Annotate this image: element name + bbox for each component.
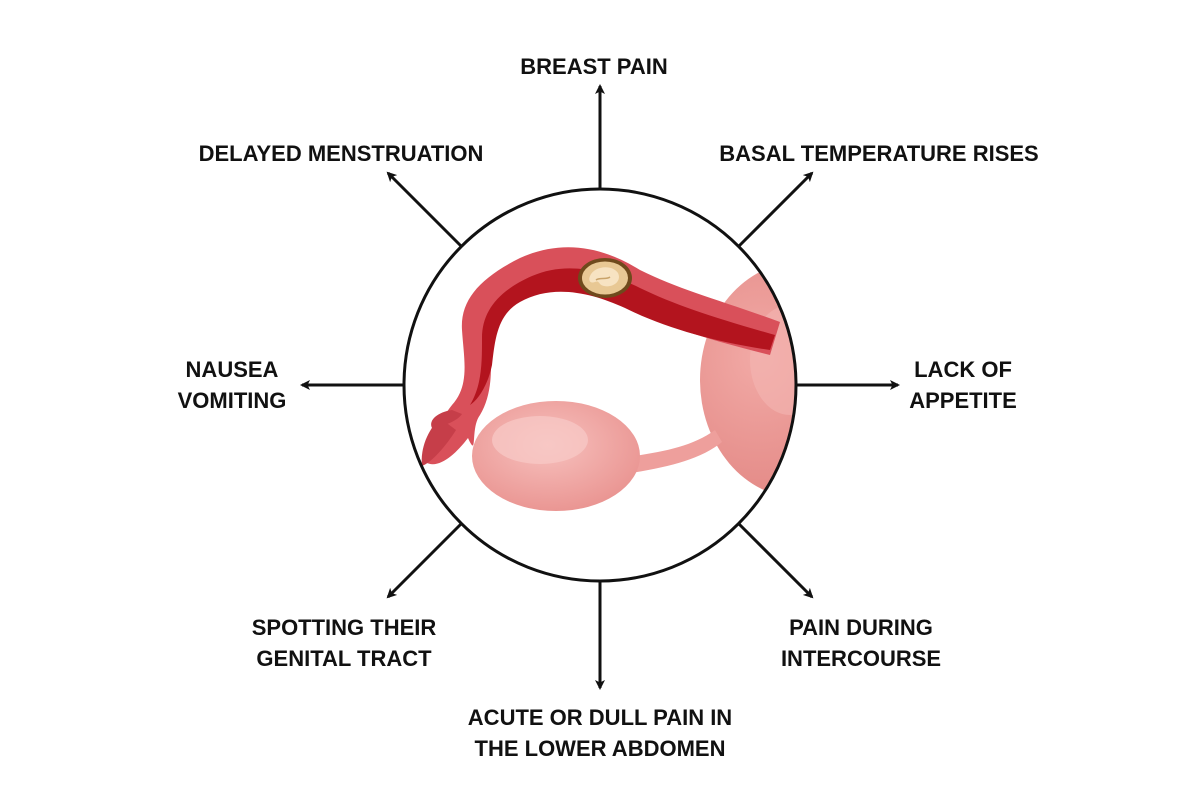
label-line: THE LOWER ABDOMEN	[474, 736, 726, 761]
label-line: SPOTTING THEIR	[251, 615, 437, 640]
uterus-icon	[700, 262, 796, 498]
label-line: LACK OF	[914, 357, 1012, 382]
label-line: INTERCOURSE	[780, 646, 942, 671]
label-nausea-vomiting: NAUSEA VOMITING	[178, 354, 287, 416]
label-line: NAUSEA	[185, 357, 279, 382]
label-line: BASAL TEMPERATURE RISES	[719, 141, 1039, 166]
label-line: GENITAL TRACT	[256, 646, 432, 671]
arrow-bottom-left	[386, 522, 463, 599]
label-lack-of-appetite: LACK OF APPETITE	[909, 354, 1017, 416]
label-spotting: SPOTTING THEIR GENITAL TRACT	[252, 612, 437, 674]
label-line: DELAYED MENSTRUATION	[198, 141, 484, 166]
fallopian-tube-icon	[421, 247, 780, 466]
label-line: VOMITING	[177, 388, 287, 413]
label-line: APPETITE	[909, 388, 1017, 413]
label-delayed-menstruation: DELAYED MENSTRUATION	[199, 138, 484, 169]
arrow-bottom-right	[737, 522, 814, 599]
label-line: PAIN DURING	[789, 615, 933, 640]
label-line: BREAST PAIN	[520, 54, 668, 79]
label-breast-pain: BREAST PAIN	[520, 51, 668, 82]
ovarian-ligament	[622, 430, 722, 474]
label-pain-during-intercourse: PAIN DURING INTERCOURSE	[781, 612, 941, 674]
label-basal-temperature: BASAL TEMPERATURE RISES	[719, 138, 1038, 169]
arrow-top-left	[386, 171, 463, 248]
arrow-top-right	[737, 171, 814, 248]
arrows	[300, 84, 900, 690]
label-lower-abdomen-pain: ACUTE OR DULL PAIN IN THE LOWER ABDOMEN	[468, 702, 732, 764]
label-line: ACUTE OR DULL PAIN IN	[467, 705, 733, 730]
